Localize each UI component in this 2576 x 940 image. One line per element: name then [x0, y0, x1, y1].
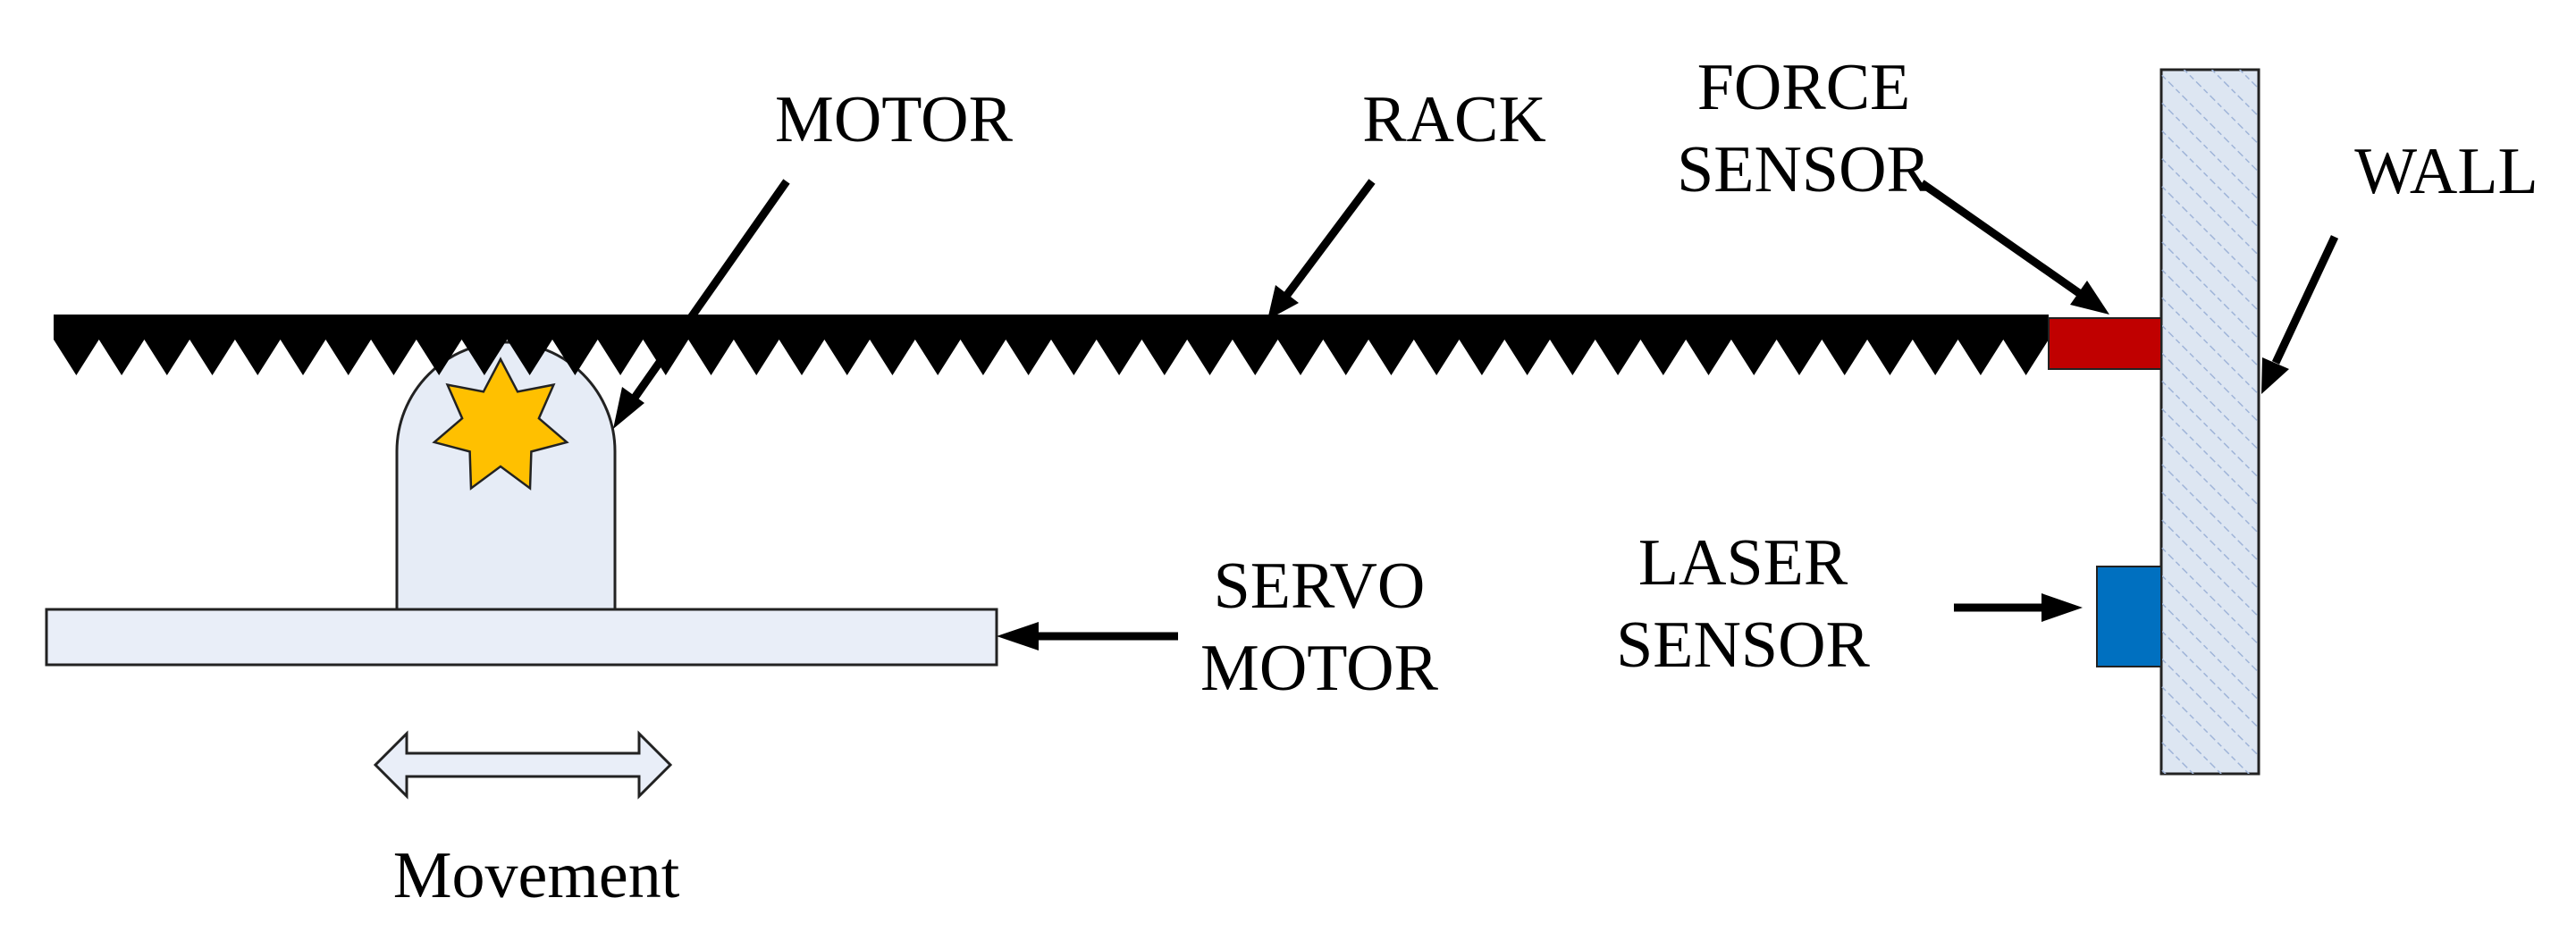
force-sensor-pointer-line	[1919, 180, 2082, 297]
servo-motor-label-line1: SERVO	[1214, 550, 1426, 623]
laser-sensor	[2096, 566, 2162, 667]
rack	[54, 315, 2049, 375]
rack-pointer-line	[1284, 179, 1376, 298]
wall-label: WALL	[2354, 135, 2538, 208]
laser-sensor-label-line1: LASER	[1638, 526, 1848, 600]
wall-arrowhead	[2261, 357, 2289, 394]
motor-pointer-line	[629, 179, 790, 403]
force-sensor-arrowhead	[2070, 281, 2109, 315]
wall-hatching	[2161, 70, 2259, 774]
rack-label: RACK	[1362, 83, 1546, 156]
force-sensor	[2048, 317, 2162, 370]
wall-pointer-line	[2271, 235, 2339, 365]
wall	[2159, 68, 2260, 776]
gear-star-icon	[432, 357, 569, 491]
force-sensor-label-line1: FORCE	[1697, 51, 1911, 124]
laser-sensor-label-line2: SENSOR	[1616, 608, 1870, 682]
motor-label: MOTOR	[775, 83, 1014, 156]
servo-motor-base	[45, 608, 998, 667]
rack-arrowhead	[1267, 285, 1299, 320]
laser-arrowhead	[2041, 593, 2083, 622]
motor-arrowhead	[613, 387, 644, 429]
servo-arrowhead	[997, 622, 1039, 650]
servo-motor-label-line2: MOTOR	[1200, 632, 1439, 705]
double-arrow-icon	[373, 730, 673, 800]
movement-label: Movement	[393, 839, 680, 912]
force-sensor-label-line2: SENSOR	[1677, 133, 1931, 206]
